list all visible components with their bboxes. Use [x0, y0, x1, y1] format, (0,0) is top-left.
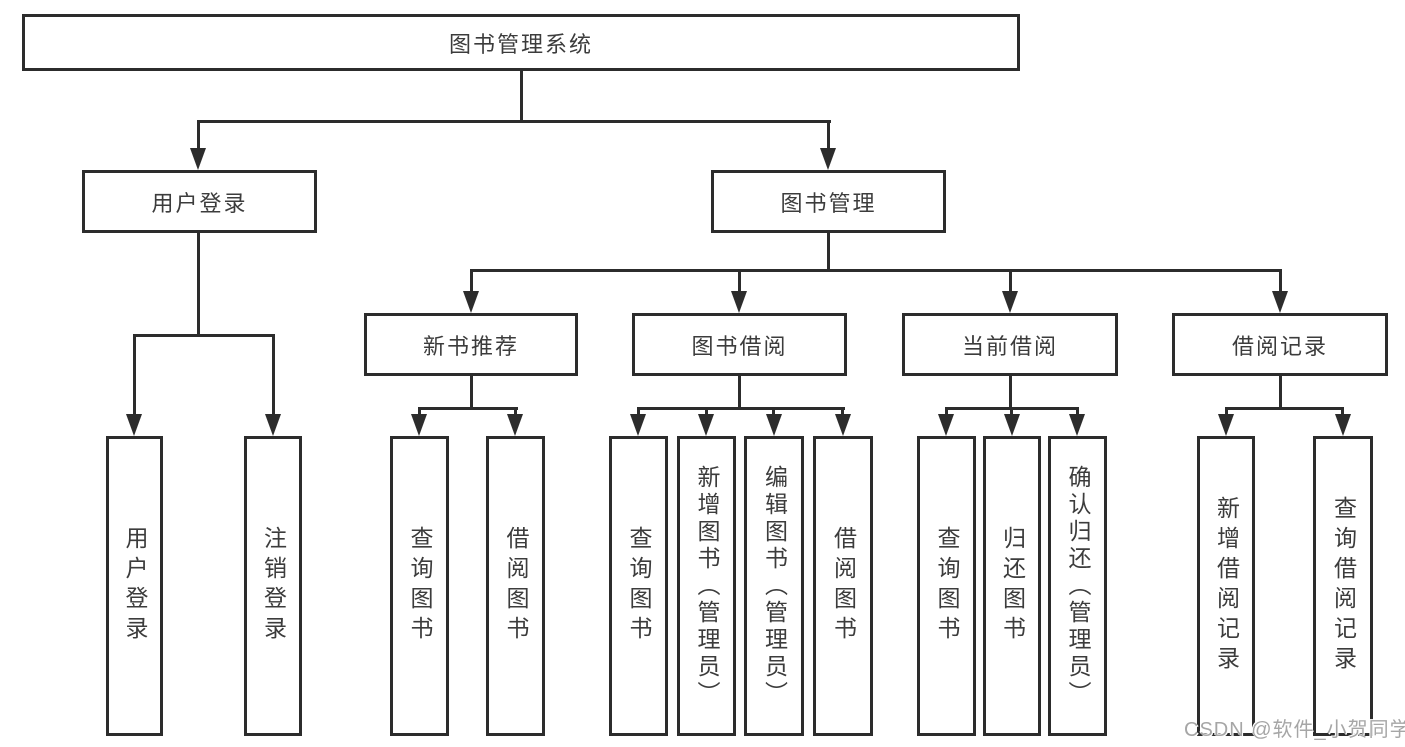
leaf-box-recommend-borrow-book: 借阅图书: [486, 436, 545, 736]
node-box-new-book-recommend: 新书推荐: [364, 313, 578, 376]
arrowhead-down-icon: [820, 148, 836, 170]
arrowhead-down-icon: [507, 414, 523, 436]
node-box-book-management: 图书管理: [711, 170, 946, 233]
arrowhead-down-icon: [731, 291, 747, 313]
arrowhead-down-icon: [630, 414, 646, 436]
arrowhead-down-icon: [1002, 291, 1018, 313]
connector-user-hline: [133, 334, 275, 337]
leaf-box-add-borrow-record: 新增借阅记录: [1197, 436, 1255, 736]
connector-cb-drop-1: [945, 407, 948, 417]
connector-rec-stem: [470, 376, 473, 410]
connector-root-drop-left: [197, 120, 200, 148]
connector-br-drop-2: [1341, 407, 1344, 417]
connector-cb-drop-2: [1010, 407, 1013, 417]
leaf-box-current-query-book: 查询图书: [917, 436, 976, 736]
arrowhead-down-icon: [1335, 414, 1351, 436]
node-box-book-borrow: 图书借阅: [632, 313, 847, 376]
connector-rec-drop-1: [418, 407, 421, 417]
node-box-library-system: 图书管理系统: [22, 14, 1020, 71]
connector-br-drop-1: [1225, 407, 1228, 417]
node-box-borrow-record: 借阅记录: [1172, 313, 1388, 376]
leaf-box-edit-book-admin: 编辑图书（管理员）: [744, 436, 804, 736]
leaf-box-confirm-return-admin: 确认归还（管理员）: [1048, 436, 1107, 736]
connector-mgmt-drop-3: [1009, 269, 1012, 293]
connector-mgmt-drop-2: [738, 269, 741, 293]
csdn-watermark: CSDN @软件_小贺同学: [1184, 719, 1405, 741]
connector-rec-drop-2: [514, 407, 517, 417]
leaf-box-return-book: 归还图书: [983, 436, 1041, 736]
arrowhead-down-icon: [1069, 414, 1085, 436]
arrowhead-down-icon: [1218, 414, 1234, 436]
connector-br-hline: [1225, 407, 1344, 410]
leaf-box-logout: 注销登录: [244, 436, 302, 736]
leaf-box-recommend-query-book: 查询图书: [390, 436, 449, 736]
arrowhead-down-icon: [1272, 291, 1288, 313]
leaf-box-add-book-admin: 新增图书（管理员）: [677, 436, 736, 736]
connector-rec-hline: [418, 407, 518, 410]
arrowhead-down-icon: [126, 414, 142, 436]
connector-bb-drop-4: [841, 407, 844, 417]
leaf-box-user-login: 用户登录: [106, 436, 163, 736]
connector-mgmt-drop-1: [470, 269, 473, 293]
arrowhead-down-icon: [411, 414, 427, 436]
arrowhead-down-icon: [938, 414, 954, 436]
connector-user-drop-left: [133, 334, 136, 416]
connector-root-stem: [520, 71, 523, 122]
connector-user-stem: [197, 233, 200, 336]
arrowhead-down-icon: [766, 414, 782, 436]
arrowhead-down-icon: [698, 414, 714, 436]
connector-root-drop-right: [827, 120, 830, 148]
leaf-box-query-borrow-record: 查询借阅记录: [1313, 436, 1373, 736]
leaf-box-borrow-query-book: 查询图书: [609, 436, 668, 736]
arrowhead-down-icon: [1004, 414, 1020, 436]
arrowhead-down-icon: [265, 414, 281, 436]
arrowhead-down-icon: [190, 148, 206, 170]
connector-bb-hline: [637, 407, 845, 410]
node-box-current-borrow: 当前借阅: [902, 313, 1118, 376]
connector-cb-stem: [1009, 376, 1012, 410]
connector-cb-drop-3: [1076, 407, 1079, 417]
connector-bb-drop-2: [705, 407, 708, 417]
connector-bb-stem: [738, 376, 741, 410]
connector-bb-drop-1: [637, 407, 640, 417]
connector-root-hline: [197, 120, 831, 123]
connector-br-stem: [1279, 376, 1282, 410]
connector-mgmt-drop-4: [1279, 269, 1282, 293]
connector-bb-drop-3: [772, 407, 775, 417]
connector-mgmt-stem: [827, 233, 830, 272]
leaf-box-borrow-book: 借阅图书: [813, 436, 873, 736]
connector-mgmt-hline: [470, 269, 1282, 272]
arrowhead-down-icon: [463, 291, 479, 313]
connector-user-drop-right: [272, 334, 275, 416]
arrowhead-down-icon: [835, 414, 851, 436]
node-box-user-login: 用户登录: [82, 170, 317, 233]
